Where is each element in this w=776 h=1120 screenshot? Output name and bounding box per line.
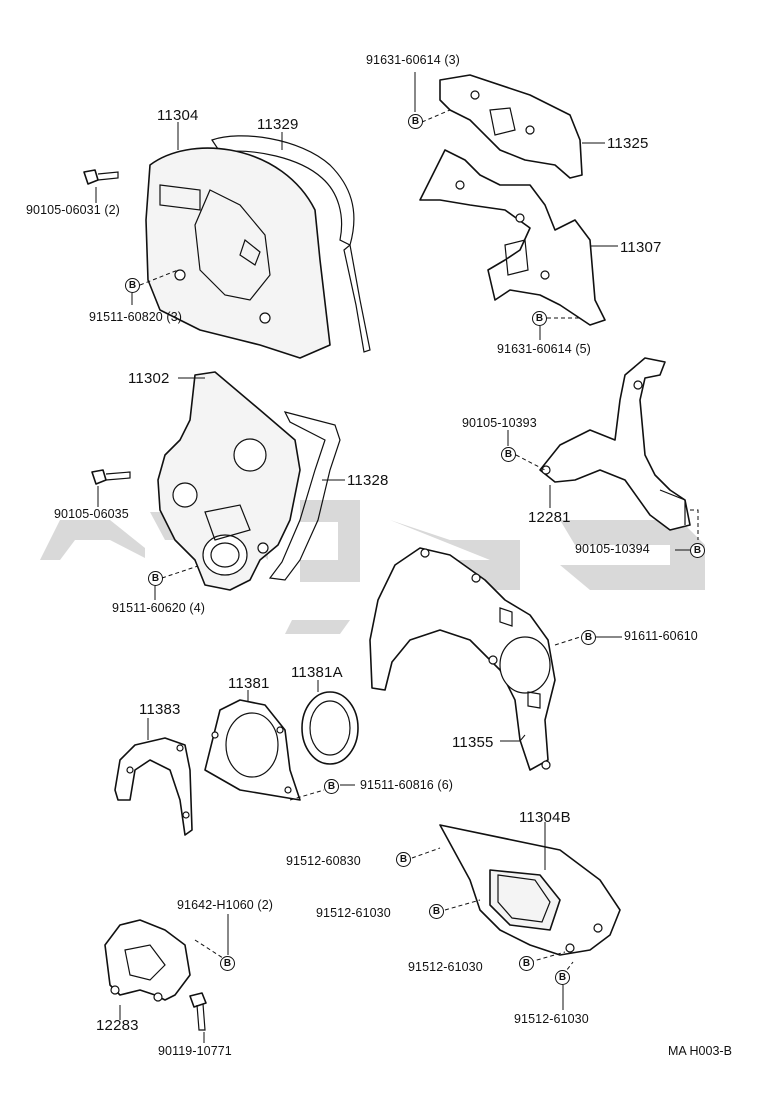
label-91512-60830[interactable]: 91512-60830 <box>286 854 361 868</box>
part-11383-retainer[interactable] <box>114 737 193 836</box>
label-11383[interactable]: 11383 <box>139 701 181 718</box>
label-12281[interactable]: 12281 <box>528 509 571 526</box>
label-90105-10393[interactable]: 90105-10393 <box>462 416 537 430</box>
part-11329-gasket[interactable] <box>211 135 371 353</box>
part-11304-upper-cover[interactable] <box>145 147 331 359</box>
label-90119-10771[interactable]: 90119-10771 <box>158 1044 232 1058</box>
label-11325[interactable]: 11325 <box>607 135 649 152</box>
label-90105-06031-2[interactable]: 90105-06031 (2) <box>26 203 120 217</box>
part-11381-retainer[interactable] <box>204 699 301 801</box>
part-11325-plate[interactable] <box>439 74 583 179</box>
callout-b-icon: B <box>555 970 570 985</box>
part-11355-plate[interactable] <box>369 547 556 771</box>
label-11381[interactable]: 11381 <box>228 675 270 692</box>
label-11307[interactable]: 11307 <box>620 239 662 256</box>
callout-b-icon: B <box>532 311 547 326</box>
label-91511-60820-3[interactable]: 91511-60820 (3) <box>89 310 183 324</box>
callout-b-icon: B <box>501 447 516 462</box>
callout-b-icon: B <box>581 630 596 645</box>
part-12281-bracket[interactable] <box>539 357 691 531</box>
label-11355[interactable]: 11355 <box>452 734 494 751</box>
callout-b-icon: B <box>220 956 235 971</box>
part-11381A-seal[interactable] <box>301 691 359 765</box>
callout-b-icon: B <box>408 114 423 129</box>
label-91512-61030-b[interactable]: 91512-61030 <box>408 960 483 974</box>
bolt-90105-06031[interactable] <box>83 169 119 185</box>
callout-b-icon: B <box>519 956 534 971</box>
callout-b-icon: B <box>429 904 444 919</box>
label-11304B[interactable]: 11304B <box>519 809 571 826</box>
callout-b-icon: B <box>396 852 411 867</box>
label-11304[interactable]: 11304 <box>157 107 199 124</box>
label-91511-60816-6[interactable]: 91511-60816 (6) <box>360 778 454 792</box>
callout-b-icon: B <box>148 571 163 586</box>
part-12283-bracket[interactable] <box>104 919 191 1002</box>
label-11329[interactable]: 11329 <box>257 116 299 133</box>
label-91512-61030-a[interactable]: 91512-61030 <box>316 906 391 920</box>
part-11307-plate[interactable] <box>419 149 606 326</box>
callout-b-icon: B <box>125 278 140 293</box>
label-91512-61030-c[interactable]: 91512-61030 <box>514 1012 589 1026</box>
label-91631-60614-5[interactable]: 91631-60614 (5) <box>497 342 591 356</box>
label-11328[interactable]: 11328 <box>347 472 389 489</box>
label-12283[interactable]: 12283 <box>96 1017 139 1034</box>
part-11328-gasket[interactable] <box>268 411 341 581</box>
part-11304B-cover[interactable] <box>439 824 621 956</box>
callout-b-icon: B <box>690 543 705 558</box>
label-91511-60620-4[interactable]: 91511-60620 (4) <box>112 601 206 615</box>
callout-b-icon: B <box>324 779 339 794</box>
diagram-reference-code: MA H003-B <box>668 1044 732 1058</box>
label-91642-H1060-2[interactable]: 91642-H1060 (2) <box>177 898 274 912</box>
bolt-90105-06035[interactable] <box>91 469 131 485</box>
label-11381A[interactable]: 11381A <box>291 664 343 681</box>
label-90105-10394[interactable]: 90105-10394 <box>575 542 650 556</box>
label-91631-60614-3[interactable]: 91631-60614 (3) <box>366 53 460 67</box>
leader-lines <box>95 72 699 1043</box>
bolt-90119-10771[interactable] <box>189 992 207 1031</box>
part-11302-lower-cover[interactable] <box>157 371 301 591</box>
label-91611-60610[interactable]: 91611-60610 <box>624 629 698 643</box>
label-11302[interactable]: 11302 <box>128 370 170 387</box>
label-90105-06035[interactable]: 90105-06035 <box>54 507 129 521</box>
